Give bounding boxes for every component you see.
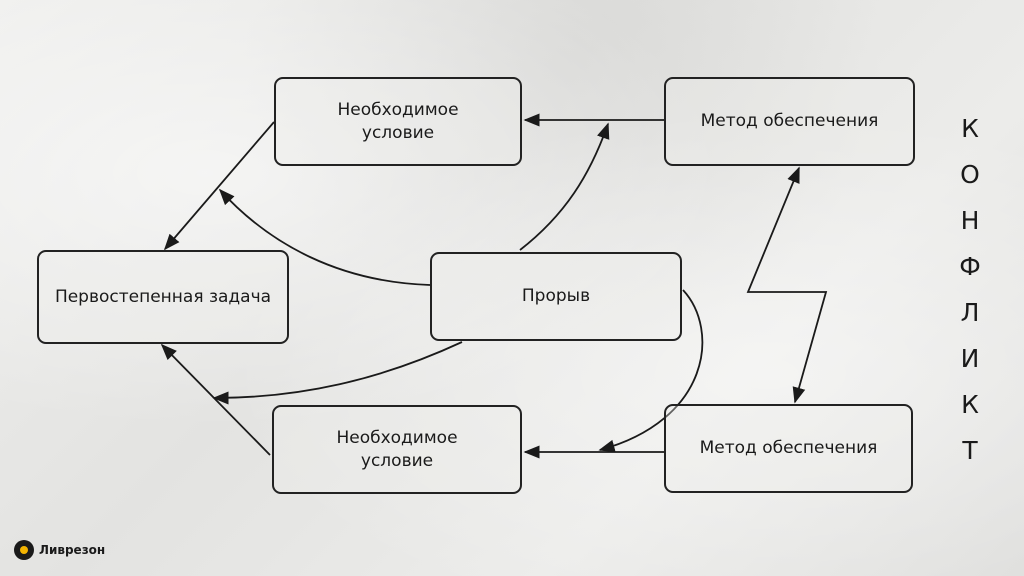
arrow-breakthrough-to-upper-link	[218, 188, 431, 286]
arrow-condition-top-to-primary	[163, 121, 275, 251]
node-breakthrough: Прорыв	[430, 252, 682, 341]
conflict-letter: Ф	[959, 252, 981, 281]
conflict-letter: К	[961, 114, 979, 143]
node-breakthrough-label: Прорыв	[521, 286, 591, 307]
conflict-letter: К	[961, 390, 979, 419]
node-primary-task-label: Первостепенная задача	[54, 286, 272, 307]
node-condition-bottom: Необходимое условие	[272, 405, 522, 494]
publisher-logo: Ливрезон	[14, 540, 105, 560]
node-primary-task: Первостепенная задача	[37, 250, 289, 344]
conflict-label: К О Н Ф Л И К Т	[950, 106, 990, 474]
node-condition-top: Необходимое условие	[274, 77, 522, 166]
node-condition-top-label: Необходимое условие	[337, 99, 459, 143]
conflict-letter: Н	[960, 206, 980, 235]
arrow-breakthrough-to-bottom-line	[598, 289, 704, 453]
conflict-letter: И	[960, 344, 980, 373]
logo-text: Ливрезон	[39, 543, 106, 557]
node-method-bottom: Метод обеспечения	[664, 404, 913, 493]
arrow-breakthrough-to-top-line	[519, 122, 610, 251]
conflict-zigzag	[746, 166, 828, 404]
node-condition-bottom-label: Необходимое условие	[336, 427, 458, 471]
node-method-bottom-label: Метод обеспечения	[699, 438, 878, 459]
conflict-letter: Т	[962, 436, 978, 465]
node-method-top-label: Метод обеспечения	[700, 111, 879, 132]
node-method-top: Метод обеспечения	[664, 77, 915, 166]
conflict-letter: О	[960, 160, 980, 189]
arrow-condition-bottom-to-primary	[160, 343, 271, 456]
conflict-letter: Л	[960, 298, 980, 327]
logo-icon	[14, 540, 34, 560]
arrow-breakthrough-to-lower-link	[212, 341, 463, 405]
